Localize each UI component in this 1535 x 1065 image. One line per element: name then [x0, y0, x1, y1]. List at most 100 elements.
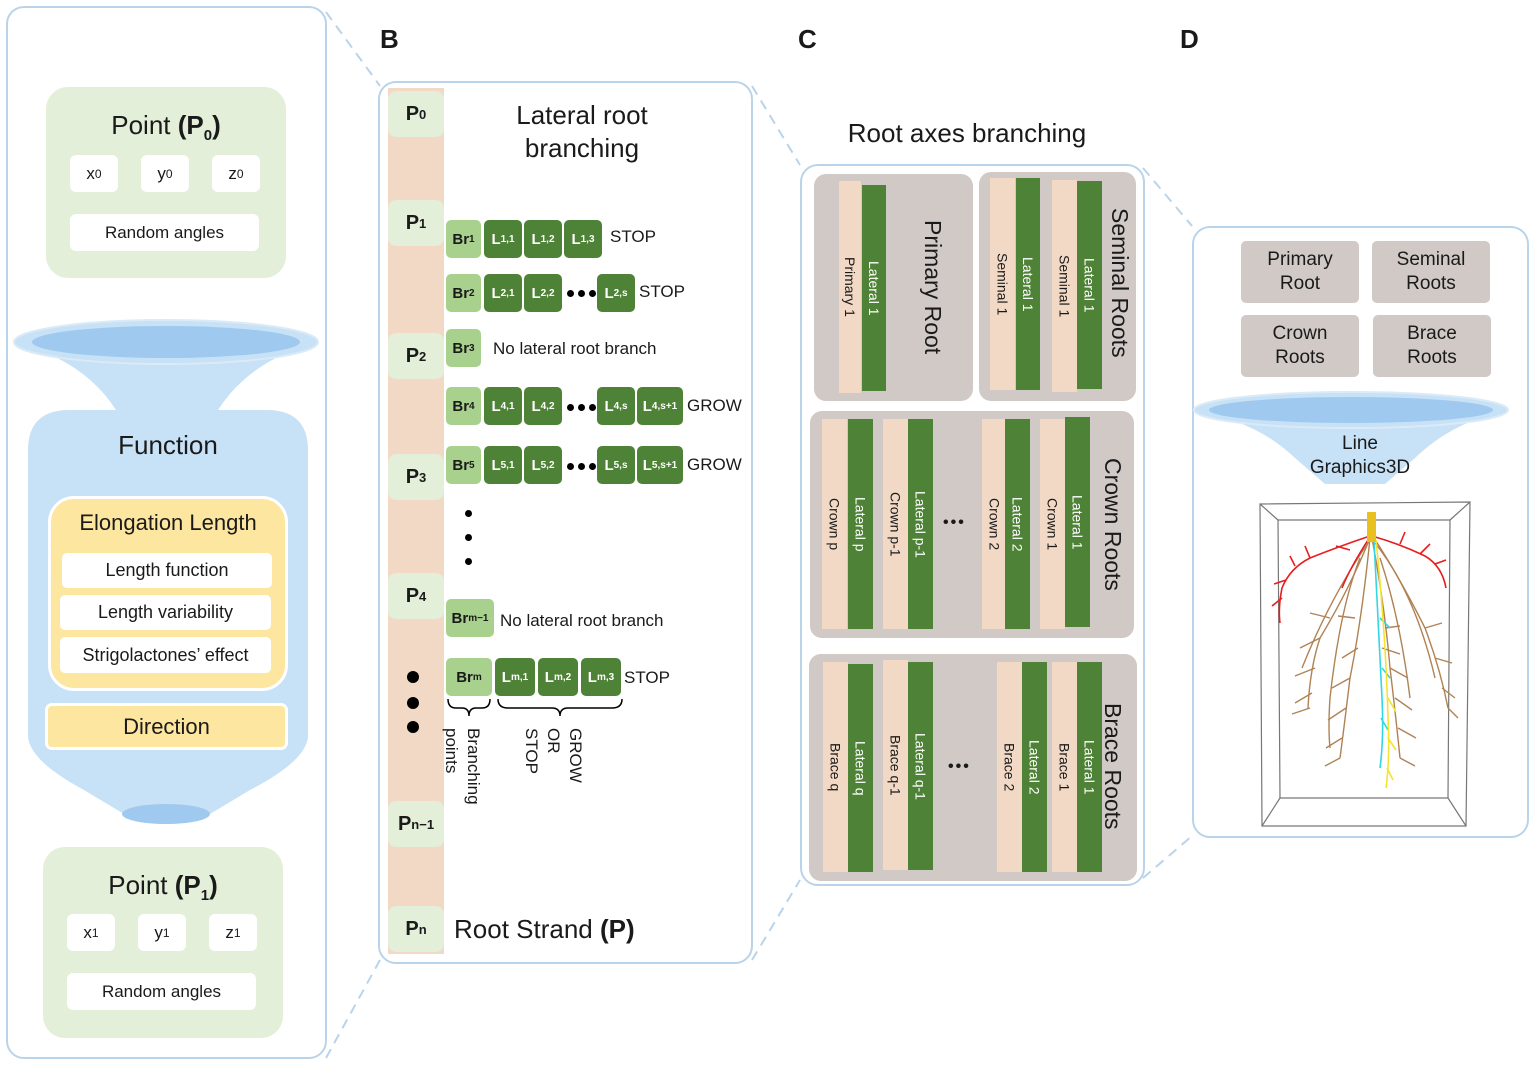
row4-grow: GROW	[687, 396, 742, 415]
brace-lateral-bar	[1077, 662, 1102, 872]
elongation-label: Elongation Length	[79, 510, 257, 535]
ellipsis-dot	[567, 404, 574, 411]
seminal-1-label: Seminal 1	[1056, 254, 1073, 318]
primary-lateral-bar	[862, 185, 886, 391]
lateral-2-label: Lateral 2	[1026, 739, 1043, 795]
crown-2-label: Crown 2	[986, 497, 1003, 551]
row3-no-lateral: No lateral root branch	[493, 339, 657, 358]
row5-grow: GROW	[687, 455, 742, 474]
brace-q-label: Brace q	[827, 742, 844, 792]
brace-2-label: Brace 2	[1001, 742, 1018, 792]
brace-root-bar	[883, 660, 908, 870]
direction-box: Direction	[45, 703, 288, 750]
crown-p-label: Crown p	[826, 497, 843, 551]
strand-ellipsis-dot	[407, 697, 419, 709]
brace-lateral-bar	[908, 662, 933, 870]
strand-ellipsis-dot	[407, 671, 419, 683]
braces	[447, 698, 623, 717]
ellipsis-dot	[578, 463, 585, 470]
brace-q1-label: Brace q-1	[887, 734, 904, 796]
crown-p1-label: Crown p-1	[887, 491, 904, 557]
brace-root-bar	[997, 662, 1022, 872]
lateral-1-label: Lateral 1	[1069, 494, 1086, 550]
crown-lateral-bar	[1005, 419, 1030, 629]
lateral-q1-label: Lateral q-1	[912, 732, 929, 800]
panel-label-b: B	[380, 24, 399, 54]
seminal-roots-label: Seminal Roots	[1107, 208, 1133, 358]
function-label: Function	[118, 430, 218, 460]
strand-ellipsis-dot	[407, 721, 419, 733]
primary-root-label: Primary Root	[920, 220, 946, 355]
ellipsis-dot	[567, 290, 574, 297]
primary-root-bar	[839, 181, 861, 393]
crown-root-bar	[822, 419, 847, 629]
brace-lateral-bar	[848, 664, 873, 872]
vertical-ellipsis-dot	[465, 534, 472, 541]
primary-1-label: Primary 1	[842, 257, 858, 317]
row-m-stop: STOP	[624, 668, 670, 687]
seminal-lateral-bar	[1077, 181, 1102, 389]
row1-stop: STOP	[610, 227, 656, 246]
root-3d-render	[1259, 501, 1471, 827]
point-0-title: Point (P0)	[111, 110, 221, 145]
seminal-lateral-1-label: Lateral 1	[1081, 257, 1098, 313]
crown-root-bar	[883, 419, 908, 629]
strigolactones-effect: Strigolactones’ effect	[60, 637, 271, 673]
lateral-p-label: Lateral p	[852, 496, 869, 552]
seminal-lateral-1-label: Lateral 1	[1020, 256, 1036, 312]
primary-lateral-1-label: Lateral 1	[866, 260, 882, 316]
seminal-1-label: Seminal 1	[994, 252, 1011, 316]
random-angles-0: Random angles	[70, 214, 259, 251]
graphics-funnel	[1193, 391, 1509, 484]
ellipsis-dot	[567, 463, 574, 470]
row2-stop: STOP	[639, 282, 685, 301]
seminal-root-bar	[990, 178, 1015, 390]
crown-lateral-bar	[1065, 417, 1090, 627]
seminal-root-bar	[1052, 180, 1077, 392]
point-1-title: Point (P1)	[108, 870, 218, 905]
length-function: Length function	[62, 553, 272, 588]
lateral-p1-label: Lateral p-1	[912, 490, 929, 558]
lateral-1-label: Lateral 1	[1081, 739, 1098, 795]
panel-label-d: D	[1180, 24, 1199, 54]
ellipsis-dot	[589, 290, 596, 297]
seminal-lateral-bar	[1016, 178, 1040, 390]
root-axes-title: Root axes branching	[847, 118, 1087, 148]
primary-root-box	[814, 174, 973, 401]
crown-lateral-bar	[848, 419, 873, 629]
crown-root-bar	[1040, 419, 1065, 629]
brace-1-label: Brace 1	[1056, 742, 1073, 792]
vertical-ellipsis-dot	[465, 510, 472, 517]
